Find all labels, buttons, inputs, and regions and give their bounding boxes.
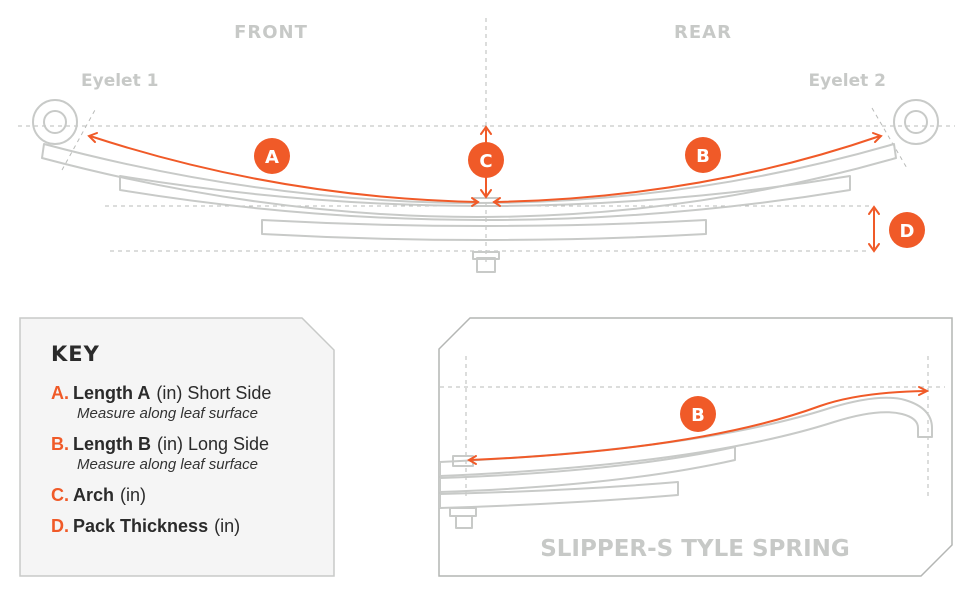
key-note: Measure along leaf surface [77, 456, 258, 473]
key-letter: C. [51, 485, 69, 505]
slipper-second-leaf [439, 446, 736, 493]
length-a-line [89, 135, 479, 203]
center-bolt-head [472, 251, 500, 260]
pack-arrow-bottom [868, 243, 880, 253]
key-item-arch: C.Arch(in) [51, 484, 331, 506]
eyelet-1-label: Eyelet 1 [81, 71, 158, 91]
key-name: Arch [73, 485, 115, 505]
left-eye-tangent [61, 109, 96, 171]
key-name: Length B [73, 434, 151, 454]
key-panel: KEY A.Length A(in) Short Side Measure al… [20, 318, 333, 575]
slipper-spring [439, 396, 933, 529]
leaf-spring [32, 99, 939, 273]
marker-a-label: A [265, 147, 279, 168]
slipper-panel-frame [438, 317, 953, 577]
key-detail: (in) Long Side [157, 434, 270, 454]
key-item-pack-thickness: D.Pack Thickness(in) [51, 515, 331, 537]
length-b-arrow-left [492, 197, 501, 207]
front-header: FRONT [234, 22, 308, 43]
slipper-marker-b-label: B [691, 405, 705, 426]
right-eye-tangent [871, 107, 909, 171]
marker-d: D [889, 212, 925, 248]
length-a-arrow-left [87, 132, 98, 143]
slipper-bolt-top [452, 455, 474, 467]
marker-c: C [468, 142, 504, 178]
eyelet-1-outer [32, 99, 78, 145]
second-leaf [119, 175, 851, 221]
slipper-length-b-line [469, 390, 926, 461]
slipper-marker-b: B [680, 396, 716, 432]
eyelet-2-label: Eyelet 2 [809, 71, 886, 91]
measurement-lines [87, 125, 883, 253]
slipper-measurement [466, 386, 930, 465]
pack-arrow-top [868, 205, 880, 215]
key-detail: (in) Short Side [156, 383, 272, 403]
arch-arrow-bottom [480, 189, 492, 199]
marker-b: B [685, 137, 721, 173]
slipper-arrow-right [918, 386, 930, 396]
key-item-length-b: B.Length B (in) Long Side Measure along l… [51, 433, 331, 475]
rear-header: REAR [674, 22, 732, 43]
length-a-arrow-right [471, 197, 480, 207]
key-name: Pack Thickness [73, 516, 209, 536]
length-b-line [493, 135, 881, 203]
marker-b-label: B [696, 146, 710, 167]
key-letter: A. [51, 383, 69, 403]
eyelet-1-inner [43, 110, 67, 134]
marker-d-label: D [900, 221, 915, 242]
eyelet-2-outer [893, 99, 939, 145]
key-letter: B. [51, 434, 69, 454]
key-detail: (in) [214, 516, 241, 536]
slipper-guides [440, 356, 945, 500]
marker-c-label: C [479, 151, 492, 172]
key-content: KEY A.Length A(in) Short Side Measure al… [51, 342, 331, 546]
key-note: Measure along leaf surface [77, 405, 258, 422]
marker-a: A [254, 138, 290, 174]
slipper-bolt [455, 515, 473, 529]
key-detail: (in) [120, 485, 147, 505]
main-leaf [41, 143, 897, 218]
key-letter: D. [51, 516, 69, 536]
length-b-arrow-right [872, 132, 883, 143]
slipper-arrow-left [466, 455, 477, 465]
key-name: Length A [73, 383, 151, 403]
arch-arrow-top [480, 125, 492, 135]
key-panel-frame [19, 317, 335, 577]
slipper-title: SLIPPER-S TYLE SPRING [540, 536, 850, 562]
eyelet-2-inner [904, 110, 928, 134]
key-title: KEY [51, 342, 100, 366]
slipper-third-leaf [439, 481, 679, 509]
third-leaf [261, 219, 707, 241]
key-item-length-a: A.Length A(in) Short Side Measure along … [51, 382, 331, 424]
